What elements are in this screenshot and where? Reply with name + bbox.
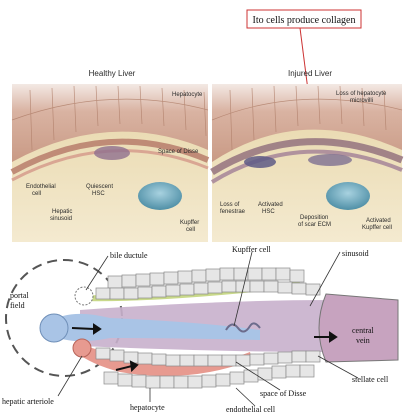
bile-ductule-label: bile ductule	[110, 251, 148, 260]
lobule-schematic: bile ductule portal field Kupffer cell s…	[2, 245, 398, 414]
healthy-kupffer-label-1: Kupffer	[180, 220, 199, 226]
kupffer-cell-shape-injured	[326, 182, 370, 210]
healthy-liver-panel: Healthy Liver Hepatocyte Space of Disse …	[12, 69, 208, 242]
injured-microvilli-label-1: Loss of hepatocyte	[336, 91, 387, 97]
healthy-sinusoid-label-2: sinusoid	[50, 216, 72, 222]
healthy-title: Healthy Liver	[89, 69, 136, 78]
scar-ecm-shape	[308, 154, 352, 166]
injured-liver-panel: Injured Liver Loss of hepatocyte microvi…	[212, 69, 402, 242]
healthy-kupffer-label-2: cell	[186, 227, 195, 233]
space-of-disse-label: space of Disse	[260, 389, 307, 398]
healthy-sinusoid-label-1: Hepatic	[52, 209, 72, 215]
central-vein-label-2: vein	[356, 336, 370, 345]
healthy-hepatocyte-label: Hepatocyte	[172, 92, 203, 98]
kupffer-cell-label: Kupffer cell	[232, 245, 272, 254]
injured-kupffer-label-1: Activated	[366, 218, 391, 224]
endothelial-cell-label: endothelial cell	[226, 405, 276, 414]
injured-hsc-label-1: Activated	[258, 202, 283, 208]
hepatic-arteriole-label: hepatic arteriole	[2, 397, 54, 406]
stellate-cell-label: stellate cell	[352, 375, 389, 384]
injured-fenestrae-label-1: Loss of	[220, 202, 240, 208]
injured-scar-label-1: Deposition	[300, 215, 328, 221]
injured-hsc-label-2: HSC	[262, 209, 275, 215]
hepatocyte-label: hepatocyte	[130, 403, 165, 412]
injured-scar-label-2: of scar ECM	[298, 222, 331, 228]
portal-field-label-2: field	[10, 301, 25, 310]
callout-text: Ito cells produce collagen	[252, 15, 355, 26]
healthy-endothelial-label-2: cell	[32, 191, 41, 197]
injured-title: Injured Liver	[288, 69, 332, 78]
injured-microvilli-label-2: microvilli	[350, 98, 373, 104]
activated-hsc-shape	[244, 156, 276, 168]
portal-field-label-1: portal	[10, 291, 29, 300]
injured-fenestrae-label-2: fenestrae	[220, 209, 246, 215]
kupffer-cell-shape-healthy	[138, 182, 182, 210]
sinusoid-label: sinusoid	[342, 249, 369, 258]
quiescent-hsc-shape	[94, 146, 130, 160]
injured-kupffer-label-2: Kupffer cell	[362, 225, 392, 231]
healthy-endothelial-label-1: Endothelial	[26, 184, 56, 190]
central-vein-label-1: central	[352, 326, 375, 335]
healthy-space-disse-label: Space of Disse	[158, 149, 199, 155]
healthy-quiescent-label-2: HSC	[92, 191, 105, 197]
healthy-quiescent-label-1: Quiescent	[86, 184, 113, 190]
